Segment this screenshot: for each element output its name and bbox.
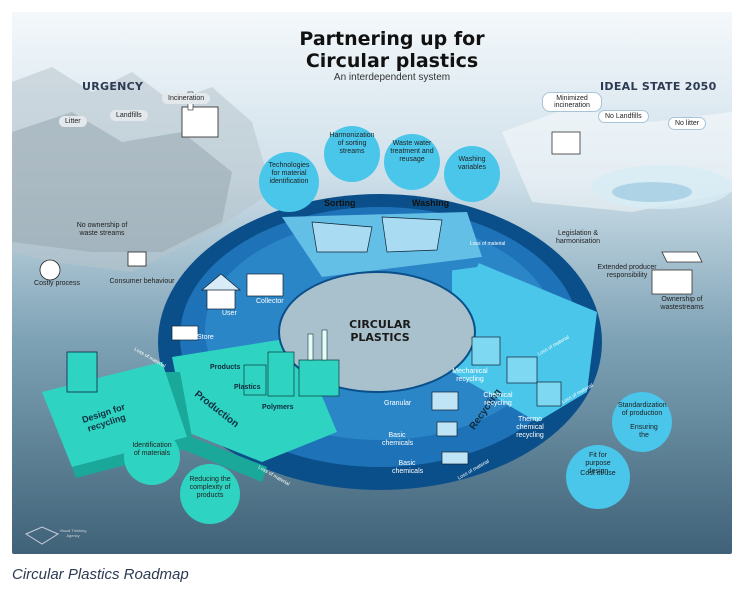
flow-loss-1: Loss of material: [470, 241, 506, 247]
ring-plastics: Plastics: [234, 384, 261, 391]
pill-incineration: Incineration: [162, 93, 211, 104]
pill-litter: Litter: [59, 116, 87, 127]
note-consumer-behaviour: Consumer behaviour: [109, 278, 175, 285]
bubble-washing-variables: Washing variables: [457, 156, 486, 171]
bubble-ensuring: Ensuring the: [630, 424, 658, 439]
note-no-ownership: No ownership of waste streams: [76, 222, 128, 237]
ring-chemical: Chemical recycling: [483, 392, 513, 407]
ring-thermo: Thermo chemical recycling: [516, 416, 544, 439]
ring-collector: Collector: [256, 298, 284, 305]
stage-washing: Washing: [412, 198, 450, 208]
ideal-state-heading: IDEAL STATE 2050: [600, 80, 717, 93]
bubble-sorting-streams: Harmonization of sorting streams: [329, 132, 375, 155]
urgency-heading: URGENCY: [82, 80, 144, 93]
bubble-waste-water: Waste water treatment and reusage: [390, 140, 434, 163]
ring-basic-chemicals-1: Basic chemicals: [382, 432, 414, 447]
bubble-material-identification: Technologies for material identification: [268, 162, 310, 185]
circular-plastics-label: CIRCULAR PLASTICS: [349, 318, 411, 344]
page-subtitle: An interdependent system: [333, 72, 451, 83]
diagram-illustration: [12, 67, 732, 545]
note-producer-responsibility: Extended producer responsibility: [597, 264, 657, 279]
page-title: Partnering up for Circular plastics: [299, 28, 485, 72]
ring-mechanical: Mechanical recycling: [452, 368, 488, 383]
pill-no-landfills: No Landfills: [598, 110, 649, 123]
note-costly-process: Costly process: [34, 280, 80, 287]
ring-products: Products: [210, 364, 241, 371]
figure-caption: Circular Plastics Roadmap: [12, 566, 189, 583]
bubble-identification-materials: Identification of materials: [132, 442, 172, 457]
bubble-standardization: Standardization of production: [618, 402, 667, 417]
pill-landfills: Landfills: [110, 110, 148, 121]
production-sector: [172, 337, 337, 462]
ring-user: User: [222, 310, 237, 317]
recycling-sector: [452, 252, 597, 422]
pill-minimized-incineration: Minimized incineration: [542, 92, 602, 112]
note-legislation: Legislation & harmonisation: [556, 230, 600, 245]
footer-logo-text: Visual Thinking Agency: [59, 528, 87, 538]
note-ownership-wastestreams: Ownership of wastestreams: [660, 296, 704, 311]
stage-sorting: Sorting: [324, 198, 356, 208]
ring-granular: Granular: [384, 400, 412, 407]
pill-no-litter: No litter: [668, 117, 707, 130]
bubble-reducing-complexity: Reducing the complexity of products: [189, 476, 231, 499]
ring-polymers: Polymers: [262, 404, 294, 411]
bubble-cost-of-use: Cost of use: [580, 470, 616, 477]
ring-basic-chemicals-2: Basic chemicals: [392, 460, 424, 475]
bubble-fit-for-purpose: Fit for purpose design: [585, 452, 611, 475]
circular-plastics-diagram: Partnering up for Circular plastics An i…: [12, 12, 732, 554]
ring-store: Store: [197, 334, 214, 341]
